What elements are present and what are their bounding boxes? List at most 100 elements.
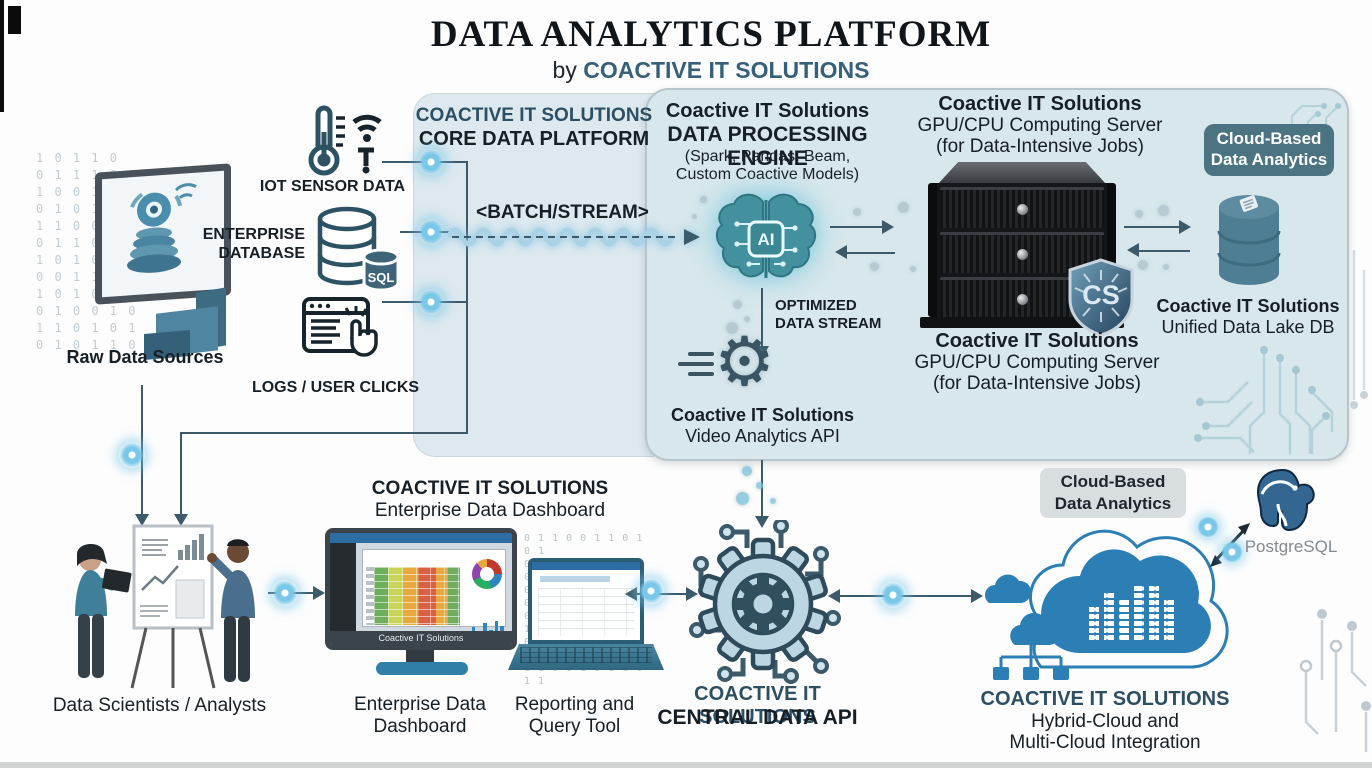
flow-arrow-down — [755, 346, 769, 365]
thermometer-wifi-icon — [308, 105, 382, 176]
server-unit — [940, 232, 1104, 273]
laptop-keyboard — [520, 647, 652, 663]
cloud-badge-bottom-line2: Data Analytics — [1054, 494, 1172, 514]
batch-stream-wave — [448, 227, 700, 247]
bubble — [1158, 205, 1169, 216]
server-rack-base — [920, 317, 1124, 328]
title-brand: COACTIVE IT SOLUTIONS — [583, 57, 870, 83]
flow-line — [1124, 226, 1182, 228]
video-api-name: Video Analytics API — [685, 426, 840, 446]
postgresql-icon — [1256, 468, 1315, 532]
central-api-brand: COACTIVE IT SOLUTIONS — [694, 683, 821, 729]
cloud-badge-top: Cloud-Based Data Analytics — [1204, 124, 1334, 176]
analysts-illustration — [75, 524, 255, 689]
logs-click-icon — [302, 297, 378, 357]
glow-node — [638, 578, 664, 604]
security-shield-icon: CS — [1068, 258, 1134, 337]
central-api-name: CENTRAL DATA API — [657, 706, 858, 729]
engine-models-line2: Custom Coactive Models) — [675, 166, 860, 183]
flow-arrow-down2 — [135, 514, 149, 533]
dashboard-sidebar — [330, 543, 356, 631]
core-data-platform-panel — [413, 93, 654, 457]
bubble — [700, 196, 707, 203]
flow-line-down1 — [180, 432, 182, 514]
glow-node — [1222, 542, 1242, 562]
core-platform-brand: COACTIVE IT SOLUTIONS — [415, 105, 653, 126]
reporting-label-line1: Reporting and — [514, 694, 635, 715]
edge-artifact — [0, 0, 4, 112]
server-bottom-line1: GPU/CPU Computing Server — [914, 352, 1160, 373]
flow-line — [761, 288, 763, 346]
dashboard-monitor-icon: Coactive IT Solutions — [325, 528, 517, 650]
glow-node — [119, 442, 145, 468]
flow-line — [761, 460, 763, 516]
bubble — [733, 300, 742, 309]
flow-arrow-right — [686, 587, 705, 601]
flow-arrow-down1 — [174, 514, 188, 533]
bubble — [1138, 260, 1148, 270]
reporting-label-line2: Query Tool — [528, 716, 621, 738]
ai-chip-label: AI — [758, 230, 775, 249]
speed-line — [678, 362, 714, 366]
glow-node — [418, 149, 444, 175]
laptop-base — [508, 644, 664, 670]
speed-gear-icon: ⚙ — [714, 324, 775, 400]
laptop-titlebar — [532, 562, 640, 570]
flow-arrow-left — [828, 245, 847, 259]
bubble — [756, 482, 763, 489]
flow-line — [840, 252, 895, 254]
dashboard-label-line2: Dashboard — [373, 716, 467, 738]
flow-arrow-right — [313, 586, 332, 600]
bubble — [910, 266, 916, 272]
hybrid-brand: COACTIVE IT SOLUTIONS — [980, 688, 1230, 710]
bubble — [853, 208, 861, 216]
engine-brand: Coactive IT Solutions — [665, 100, 870, 122]
data-lake-brand: Coactive IT Solutions — [1156, 296, 1340, 316]
server-top-brand: Coactive IT Solutions — [938, 93, 1142, 115]
cloud-badge-bottom-line1: Cloud-Based — [1060, 472, 1166, 491]
dashboard-donut-chart — [472, 559, 502, 589]
bubble — [744, 316, 750, 322]
hybrid-line2: Multi-Cloud Integration — [1009, 732, 1201, 753]
glow-node — [1198, 517, 1218, 537]
flow-arrow-right — [882, 220, 901, 234]
bubble — [898, 202, 909, 213]
data-lake-name: Unified Data Lake DB — [1161, 317, 1335, 337]
page-title: DATA ANALYTICS PLATFORM — [430, 14, 992, 55]
data-lake-cylinder-icon — [1217, 195, 1281, 285]
server-bottom-brand: Coactive IT Solutions — [935, 330, 1139, 352]
batch-stream-label: <BATCH/STREAM> — [476, 202, 649, 223]
iot-sensor-label: IOT SENSOR DATA — [259, 178, 406, 195]
enterprise-label-line2: DATABASE — [218, 244, 305, 262]
flow-arrow-left — [821, 589, 840, 603]
laptop-table — [538, 588, 634, 636]
server-unit — [940, 187, 1104, 228]
cloud-badge-top-line1: Cloud-Based — [1216, 129, 1322, 148]
hybrid-line1: Hybrid-Cloud and — [1031, 711, 1179, 732]
server-bottom-line2: (for Data-Intensive Jobs) — [932, 373, 1142, 394]
cloud-analytics-icon — [985, 529, 1229, 680]
speed-line — [688, 352, 714, 356]
bubble — [692, 214, 697, 219]
flow-line-down-elbow — [180, 432, 468, 434]
glow-node — [418, 219, 444, 245]
shield-monogram: CS — [1082, 280, 1120, 310]
circuit-decor — [1299, 609, 1371, 752]
analysts-label: Data Scientists / Analysts — [52, 695, 267, 716]
optimized-label-line2: DATA STREAM — [775, 315, 882, 332]
bubble — [1135, 210, 1143, 218]
server-rack-icon — [938, 162, 1106, 184]
flow-line — [830, 226, 885, 228]
bubble — [742, 466, 752, 476]
dashboard-screen: Coactive IT Solutions — [330, 533, 512, 645]
circuit-decor — [1350, 250, 1368, 409]
bubble — [726, 322, 738, 334]
glow-node — [418, 289, 444, 315]
dashboard-heading-name: Enterprise Data Dashboard — [374, 500, 606, 521]
cloud-badge-top-line2: Data Analytics — [1210, 150, 1328, 170]
monitor-camera-icon — [95, 163, 231, 305]
ai-brain-icon: AI — [716, 193, 816, 278]
speed-line — [688, 372, 714, 376]
laptop-screen — [532, 562, 640, 640]
